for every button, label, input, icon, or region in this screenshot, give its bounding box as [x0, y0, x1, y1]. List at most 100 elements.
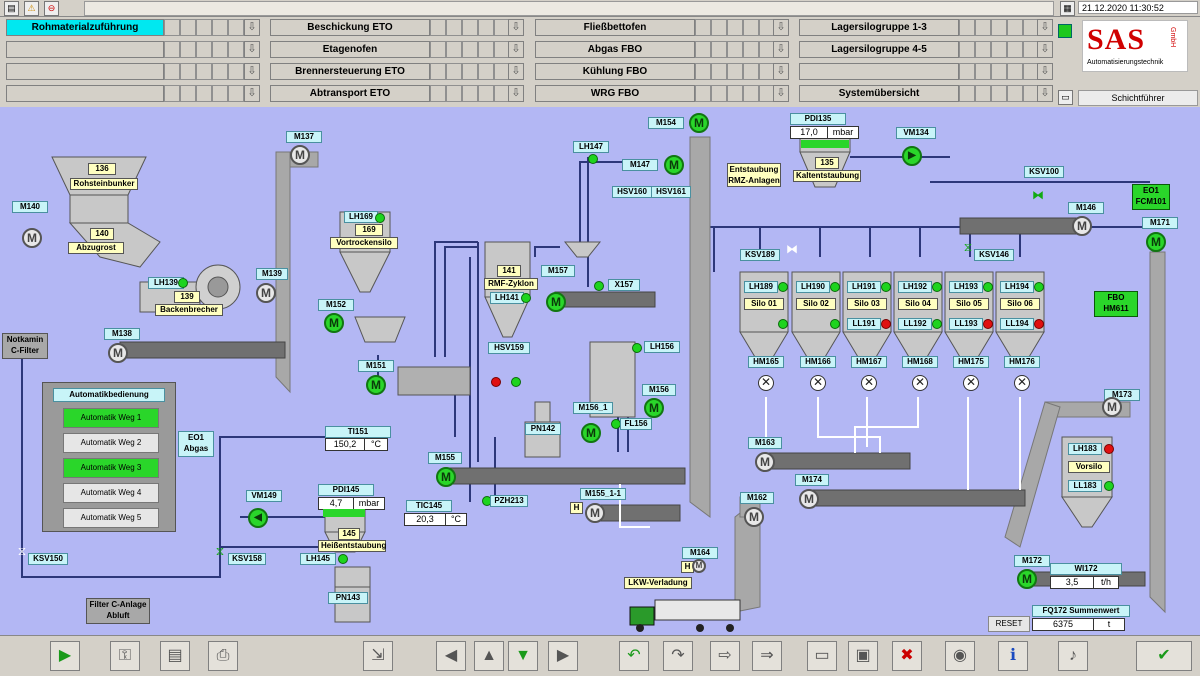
stop-icon[interactable]: ⊖ [44, 1, 59, 16]
m172-motor[interactable]: M [1017, 569, 1037, 589]
nav-button-2-4[interactable]: Abtransport ETO [270, 85, 430, 102]
nav-button-1-4[interactable] [6, 85, 164, 102]
print-icon[interactable]: ⎙ [208, 641, 238, 671]
m155-1-1-motor[interactable]: M [585, 503, 605, 523]
down-arrow-icon[interactable]: ⇩ [773, 41, 789, 58]
automatik-weg-3-button[interactable]: Automatik Weg 3 [63, 458, 159, 478]
automatik-weg-5-button[interactable]: Automatik Weg 5 [63, 508, 159, 528]
down-arrow-icon[interactable]: ⇩ [508, 85, 524, 102]
nav-button-4-3[interactable] [799, 63, 959, 80]
play-icon[interactable]: ▶ [50, 641, 80, 671]
down-arrow-icon[interactable]: ⇩ [1037, 63, 1053, 80]
rotary-valve-icon[interactable]: ✕ [810, 375, 826, 391]
down-arrow-icon[interactable]: ⇩ [244, 85, 260, 102]
m138-motor[interactable]: M [108, 343, 128, 363]
nav-button-1-3[interactable] [6, 63, 164, 80]
down-arrow-icon[interactable]: ⇩ [773, 85, 789, 102]
sound-icon[interactable]: ♪ [1058, 641, 1088, 671]
nav-button-3-2[interactable]: Abgas FBO [535, 41, 695, 58]
ksv146-valve[interactable]: ⧖ [963, 240, 973, 254]
arrow-left-icon[interactable]: ◀ [436, 641, 466, 671]
m140-motor[interactable]: M [22, 228, 42, 248]
m156-1-motor[interactable]: M [581, 423, 601, 443]
down-arrow-icon[interactable]: ⇩ [508, 41, 524, 58]
down-arrow-icon[interactable]: ⇩ [773, 19, 789, 36]
nav-button-3-1[interactable]: Fließbettofen [535, 19, 695, 36]
m152-motor[interactable]: M [324, 313, 344, 333]
m139-motor[interactable]: M [256, 283, 276, 303]
down-arrow-icon[interactable]: ⇩ [1037, 41, 1053, 58]
ksv150-valve[interactable]: ⧖ [17, 544, 27, 558]
pdi135-label: PDI135 [790, 113, 846, 125]
folder-icon[interactable]: ▤ [4, 1, 19, 16]
m162-motor[interactable]: M [744, 507, 764, 527]
rotary-valve-icon[interactable]: ✕ [912, 375, 928, 391]
export-icon[interactable]: ⇲ [363, 641, 393, 671]
user-icon[interactable]: ▭ [1058, 90, 1073, 105]
nav-button-2-2[interactable]: Etagenofen [270, 41, 430, 58]
save-icon[interactable]: ▣ [848, 641, 878, 671]
m171-motor[interactable]: M [1146, 232, 1166, 252]
automatik-weg-4-button[interactable]: Automatik Weg 4 [63, 483, 159, 503]
undo-icon[interactable]: ↶ [619, 641, 649, 671]
calendar-icon[interactable]: ▦ [1060, 1, 1075, 16]
schichtfuehrer-field[interactable]: Schichtführer [1078, 90, 1198, 106]
alert-icon[interactable]: ⚠ [24, 1, 39, 16]
m147-motor[interactable]: M [664, 155, 684, 175]
m173-motor[interactable]: M [1102, 397, 1122, 417]
arrow-up-icon[interactable]: ▲ [474, 641, 504, 671]
down-arrow-icon[interactable]: ⇩ [508, 63, 524, 80]
m151-motor[interactable]: M [366, 375, 386, 395]
down-arrow-icon[interactable]: ⇩ [1037, 19, 1053, 36]
rotary-valve-icon[interactable]: ✕ [1014, 375, 1030, 391]
nav-button-2-1[interactable]: Beschickung ETO [270, 19, 430, 36]
info-icon[interactable]: ℹ [998, 641, 1028, 671]
m146-motor[interactable]: M [1072, 216, 1092, 236]
vm134-fan[interactable]: ▶ [902, 146, 922, 166]
automatik-weg-2-button[interactable]: Automatik Weg 2 [63, 433, 159, 453]
m156-motor[interactable]: M [644, 398, 664, 418]
nav-cell [991, 85, 1007, 102]
down-arrow-icon[interactable]: ⇩ [508, 19, 524, 36]
down-arrow-icon[interactable]: ⇩ [773, 63, 789, 80]
nav-button-4-2[interactable]: Lagersilogruppe 4-5 [799, 41, 959, 58]
m137-motor[interactable]: M [290, 145, 310, 165]
m157-motor[interactable]: M [546, 292, 566, 312]
open-folder-icon[interactable]: ▭ [807, 641, 837, 671]
automatik-weg-1-button[interactable]: Automatik Weg 1 [63, 408, 159, 428]
import-icon[interactable]: ⇨ [710, 641, 740, 671]
down-arrow-icon[interactable]: ⇩ [244, 19, 260, 36]
delete-icon[interactable]: ✖ [892, 641, 922, 671]
nav-button-4-1[interactable]: Lagersilogruppe 1-3 [799, 19, 959, 36]
redo-icon[interactable]: ↷ [663, 641, 693, 671]
forward-icon[interactable]: ⇒ [752, 641, 782, 671]
ksv189-valve[interactable]: ⧓ [786, 242, 798, 256]
down-arrow-icon[interactable]: ⇩ [244, 63, 260, 80]
nav-button-1-2[interactable] [6, 41, 164, 58]
m154-motor[interactable]: M [689, 113, 709, 133]
down-arrow-icon[interactable]: ⇩ [1037, 85, 1053, 102]
vm149-fan[interactable]: ◀ [248, 508, 268, 528]
down-arrow-icon[interactable]: ⇩ [244, 41, 260, 58]
arrow-down-icon[interactable]: ▼ [508, 641, 538, 671]
m155-motor[interactable]: M [436, 467, 456, 487]
rotary-valve-icon[interactable]: ✕ [963, 375, 979, 391]
nav-button-1-1[interactable]: Rohmaterialzuführung [6, 19, 164, 36]
confirm-icon[interactable]: ✔ [1136, 641, 1192, 671]
m174-motor[interactable]: M [799, 489, 819, 509]
report-icon[interactable]: ▤ [160, 641, 190, 671]
m163-motor[interactable]: M [755, 452, 775, 472]
nav-button-3-4[interactable]: WRG FBO [535, 85, 695, 102]
rotary-valve-icon[interactable]: ✕ [861, 375, 877, 391]
arrow-right-icon[interactable]: ▶ [548, 641, 578, 671]
ksv158-valve[interactable]: ⧖ [215, 544, 225, 558]
ksv100-valve[interactable]: ⧓ [1032, 188, 1044, 202]
rotary-valve-icon[interactable]: ✕ [758, 375, 774, 391]
reset-button[interactable]: RESET [988, 616, 1030, 632]
nav-button-4-4[interactable]: Systemübersicht [799, 85, 959, 102]
monitor-icon[interactable]: ◉ [945, 641, 975, 671]
m164-motor[interactable]: M [692, 559, 706, 573]
nav-button-2-3[interactable]: Brennersteuerung ETO [270, 63, 430, 80]
key-icon[interactable]: ⚿ [110, 641, 140, 671]
nav-button-3-3[interactable]: Kühlung FBO [535, 63, 695, 80]
